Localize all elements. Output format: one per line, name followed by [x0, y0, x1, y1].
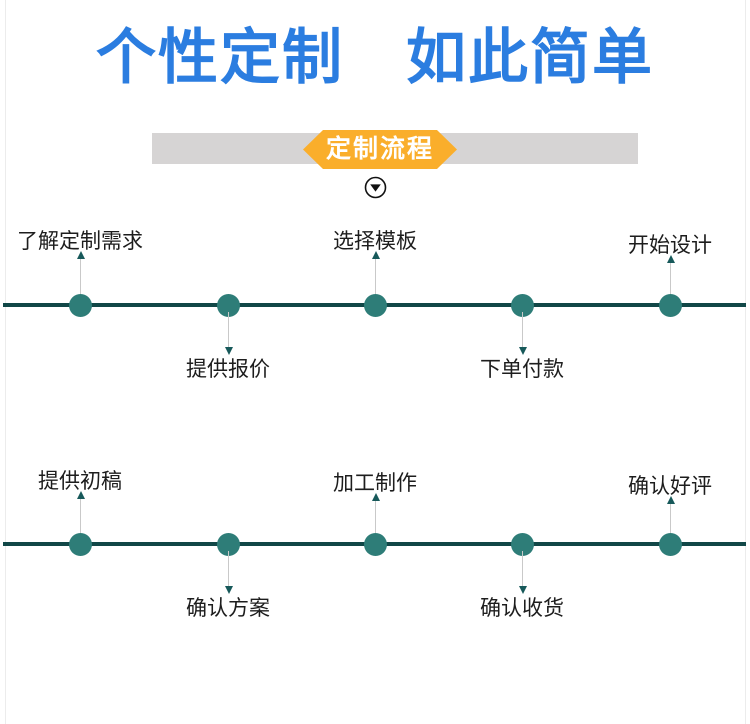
timeline-node[interactable] [510, 533, 534, 556]
arrow-down-icon [224, 586, 233, 594]
page-left-border [5, 0, 6, 724]
step-label: 确认好评 [628, 474, 712, 498]
section-badge-label: 定制流程 [325, 135, 434, 163]
step-connector [224, 551, 233, 594]
process-row-1 [0, 294, 750, 317]
step-connector [371, 251, 380, 294]
step-label: 确认方案 [186, 596, 270, 620]
process-row-2 [0, 533, 750, 556]
step-label: 提供报价 [186, 357, 270, 381]
step-label: 提供初稿 [38, 469, 122, 493]
step-connector [518, 551, 527, 594]
arrow-up-icon [666, 255, 675, 263]
step-label: 下单付款 [480, 357, 564, 381]
arrow-up-icon [76, 491, 85, 499]
step-label: 加工制作 [333, 471, 417, 495]
arrow-up-icon [371, 493, 380, 501]
step-label: 选择模板 [333, 229, 417, 253]
timeline-node[interactable] [363, 533, 387, 556]
timeline-node[interactable] [363, 294, 387, 317]
timeline-node[interactable] [510, 294, 534, 317]
page-right-border [745, 0, 746, 724]
timeline-node[interactable] [68, 294, 92, 317]
timeline-node[interactable] [68, 533, 92, 556]
timeline-node[interactable] [216, 294, 240, 317]
step-connector [666, 496, 675, 533]
arrow-down-icon [518, 586, 527, 594]
arrow-down-icon [224, 347, 233, 355]
step-label: 确认收货 [480, 596, 564, 620]
section-banner: 定制流程 [0, 130, 750, 170]
section-badge: 定制流程 [303, 130, 457, 169]
timeline-node[interactable] [216, 533, 240, 556]
step-connector [76, 491, 85, 533]
step-connector [76, 251, 85, 294]
arrow-up-icon [666, 496, 675, 504]
step-connector [518, 312, 527, 355]
step-connector [666, 255, 675, 294]
step-connector [224, 312, 233, 355]
step-connector [371, 493, 380, 533]
chevron-down-circle-icon[interactable] [364, 176, 387, 199]
timeline-node[interactable] [658, 294, 682, 317]
step-label: 了解定制需求 [17, 229, 143, 253]
timeline-node[interactable] [658, 533, 682, 556]
step-label: 开始设计 [628, 233, 712, 257]
arrow-down-icon [518, 347, 527, 355]
arrow-up-icon [76, 251, 85, 259]
arrow-up-icon [371, 251, 380, 259]
page-title: 个性定制 如此简单 [96, 24, 654, 91]
